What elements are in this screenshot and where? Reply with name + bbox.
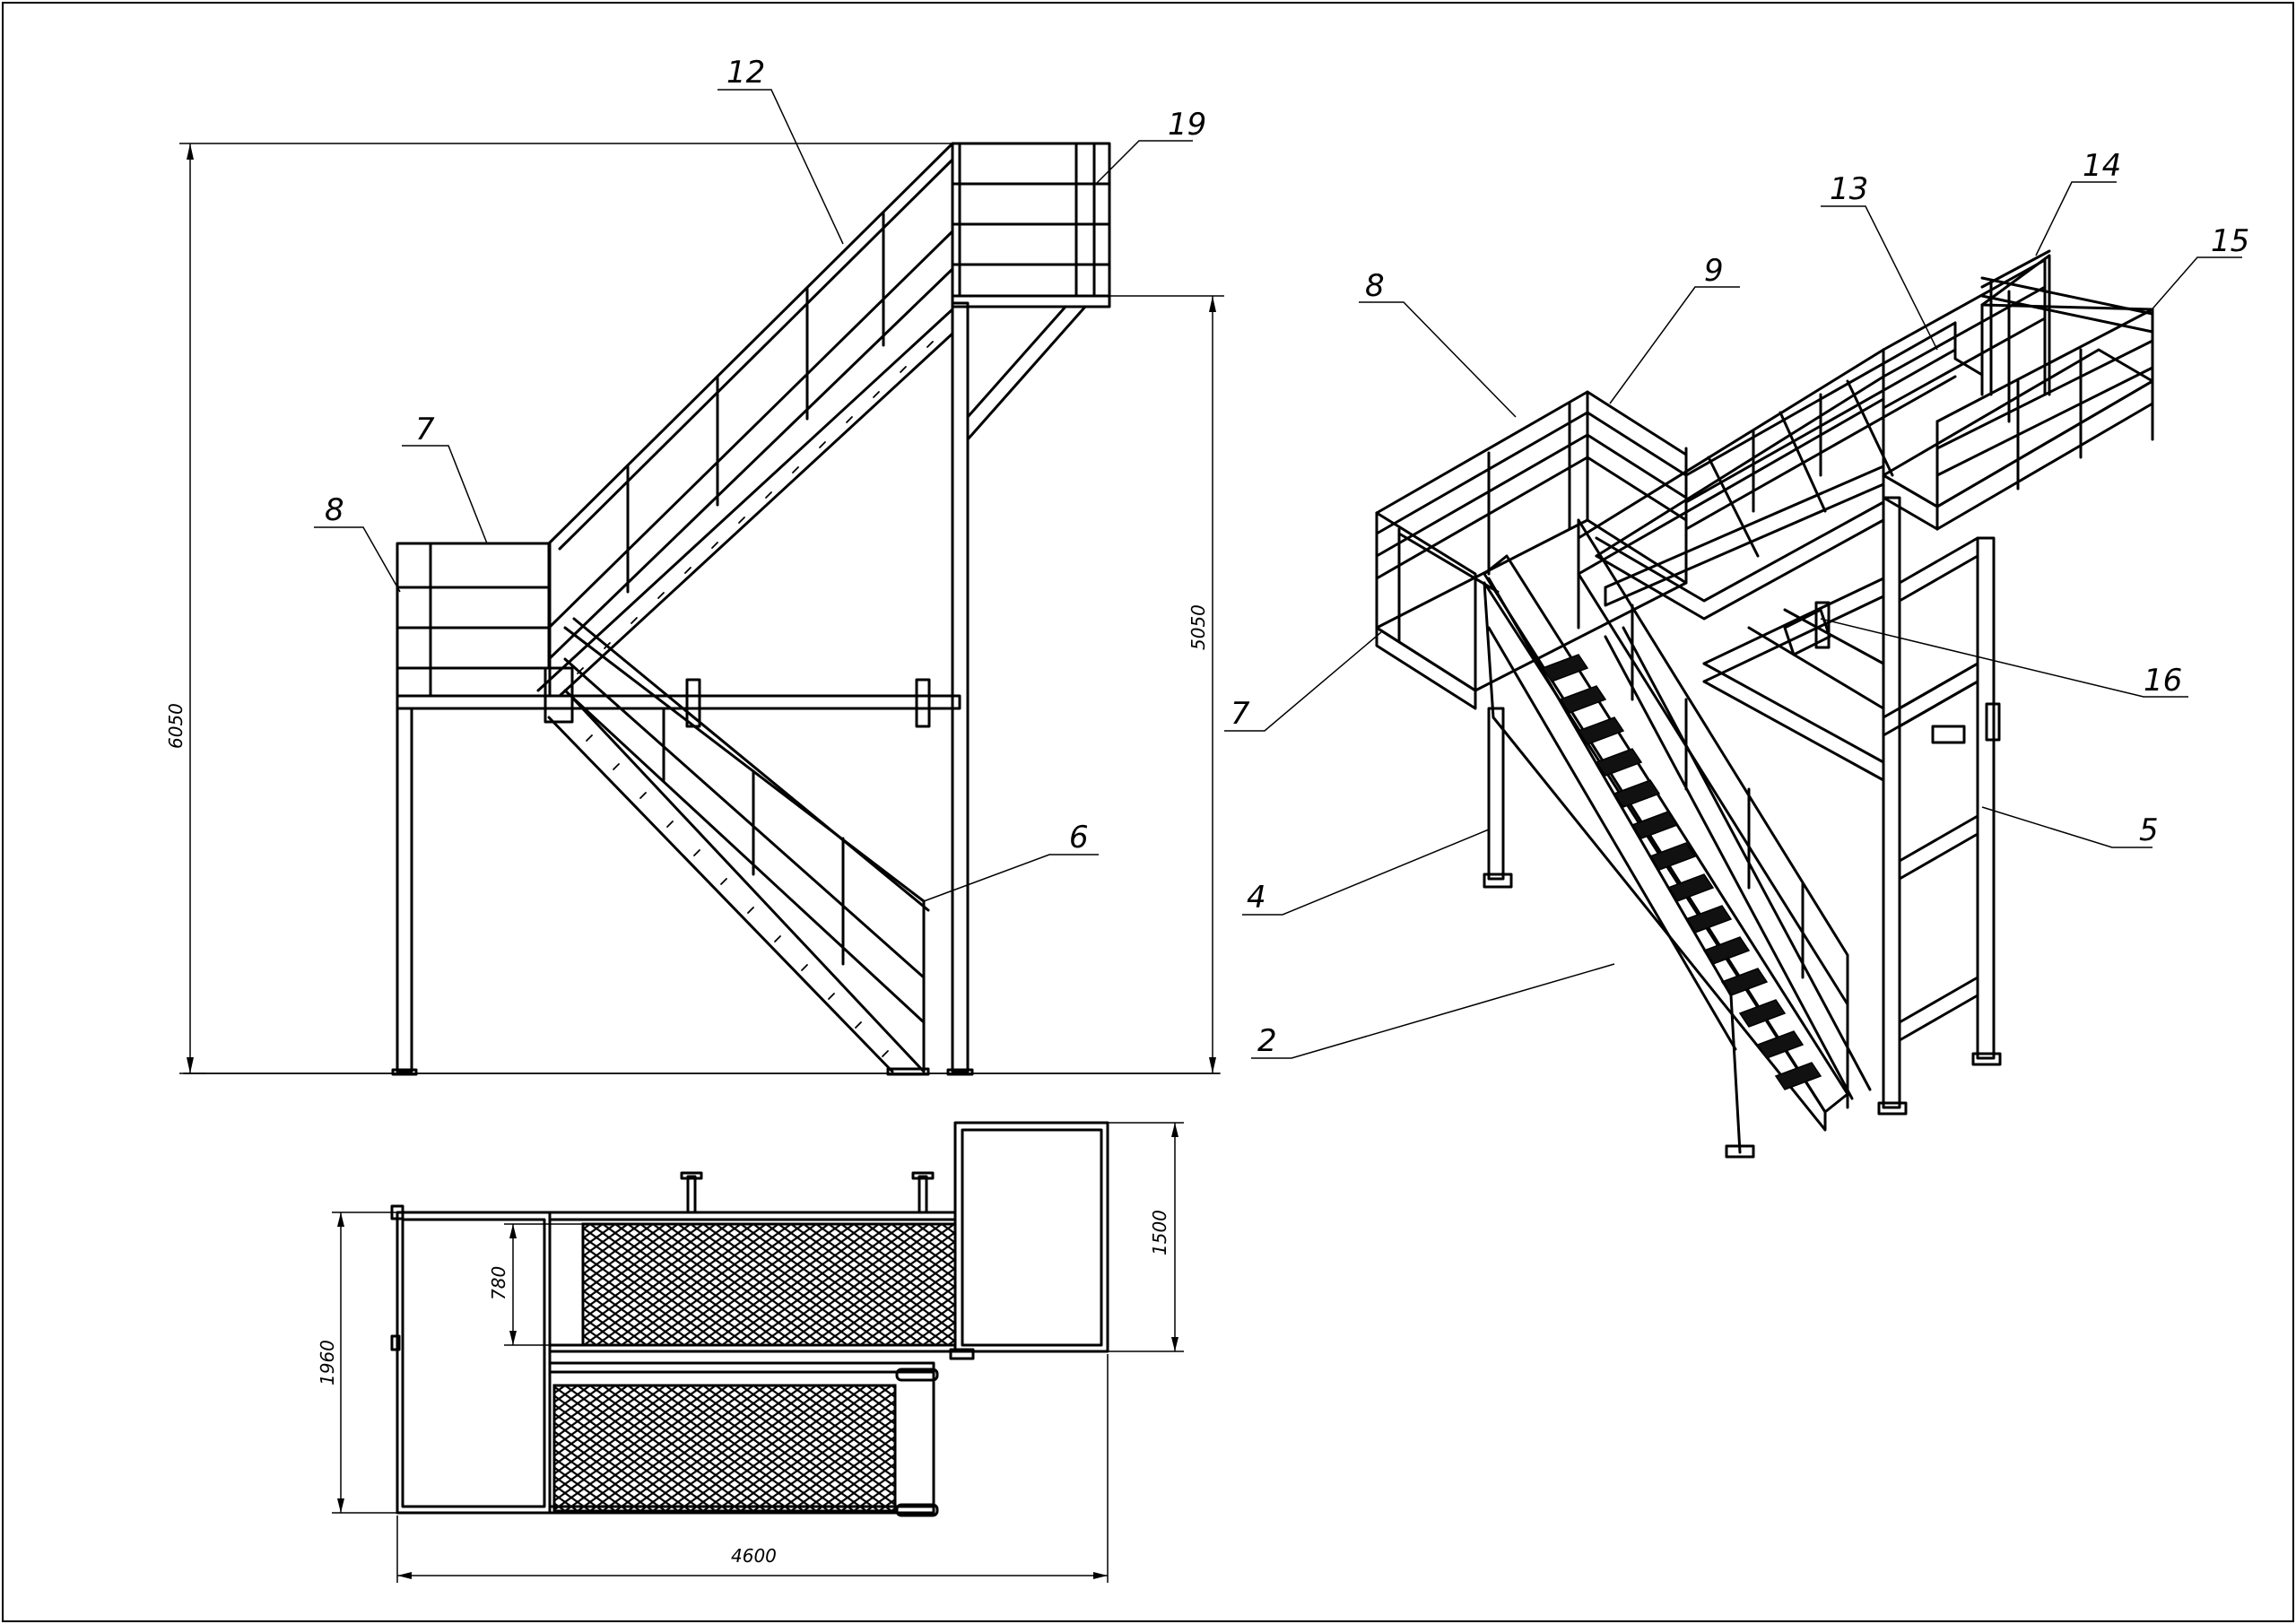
callout-12: 12 bbox=[726, 55, 765, 91]
plan-view bbox=[332, 1121, 1184, 1583]
isometric-view bbox=[1224, 181, 2242, 1159]
callout-7: 7 bbox=[415, 412, 435, 447]
dim-overall-height: 6050 bbox=[165, 703, 187, 749]
callout-8: 8 bbox=[325, 492, 344, 528]
dim-landing-depth: 1500 bbox=[1149, 1210, 1170, 1255]
callout-iso-8: 8 bbox=[1365, 268, 1385, 304]
callout-iso-13: 13 bbox=[1830, 171, 1868, 207]
callout-iso-15: 15 bbox=[2211, 223, 2249, 259]
callout-6: 6 bbox=[1069, 820, 1089, 855]
callout-19: 19 bbox=[1168, 107, 1206, 143]
callout-iso-7: 7 bbox=[1231, 696, 1250, 732]
dim-total-length: 4600 bbox=[731, 1545, 777, 1567]
dim-flight-width: 780 bbox=[488, 1266, 509, 1300]
dim-platform-height: 5050 bbox=[1187, 604, 1209, 650]
callout-iso-9: 9 bbox=[1704, 253, 1724, 289]
callout-iso-16: 16 bbox=[2144, 663, 2182, 699]
callout-iso-14: 14 bbox=[2083, 148, 2121, 184]
callout-iso-4: 4 bbox=[1247, 880, 1266, 916]
callout-iso-5: 5 bbox=[2139, 812, 2159, 848]
side-elevation-view bbox=[179, 89, 1224, 1076]
dim-total-width: 1960 bbox=[317, 1340, 338, 1385]
callout-iso-2: 2 bbox=[1257, 1023, 1277, 1059]
